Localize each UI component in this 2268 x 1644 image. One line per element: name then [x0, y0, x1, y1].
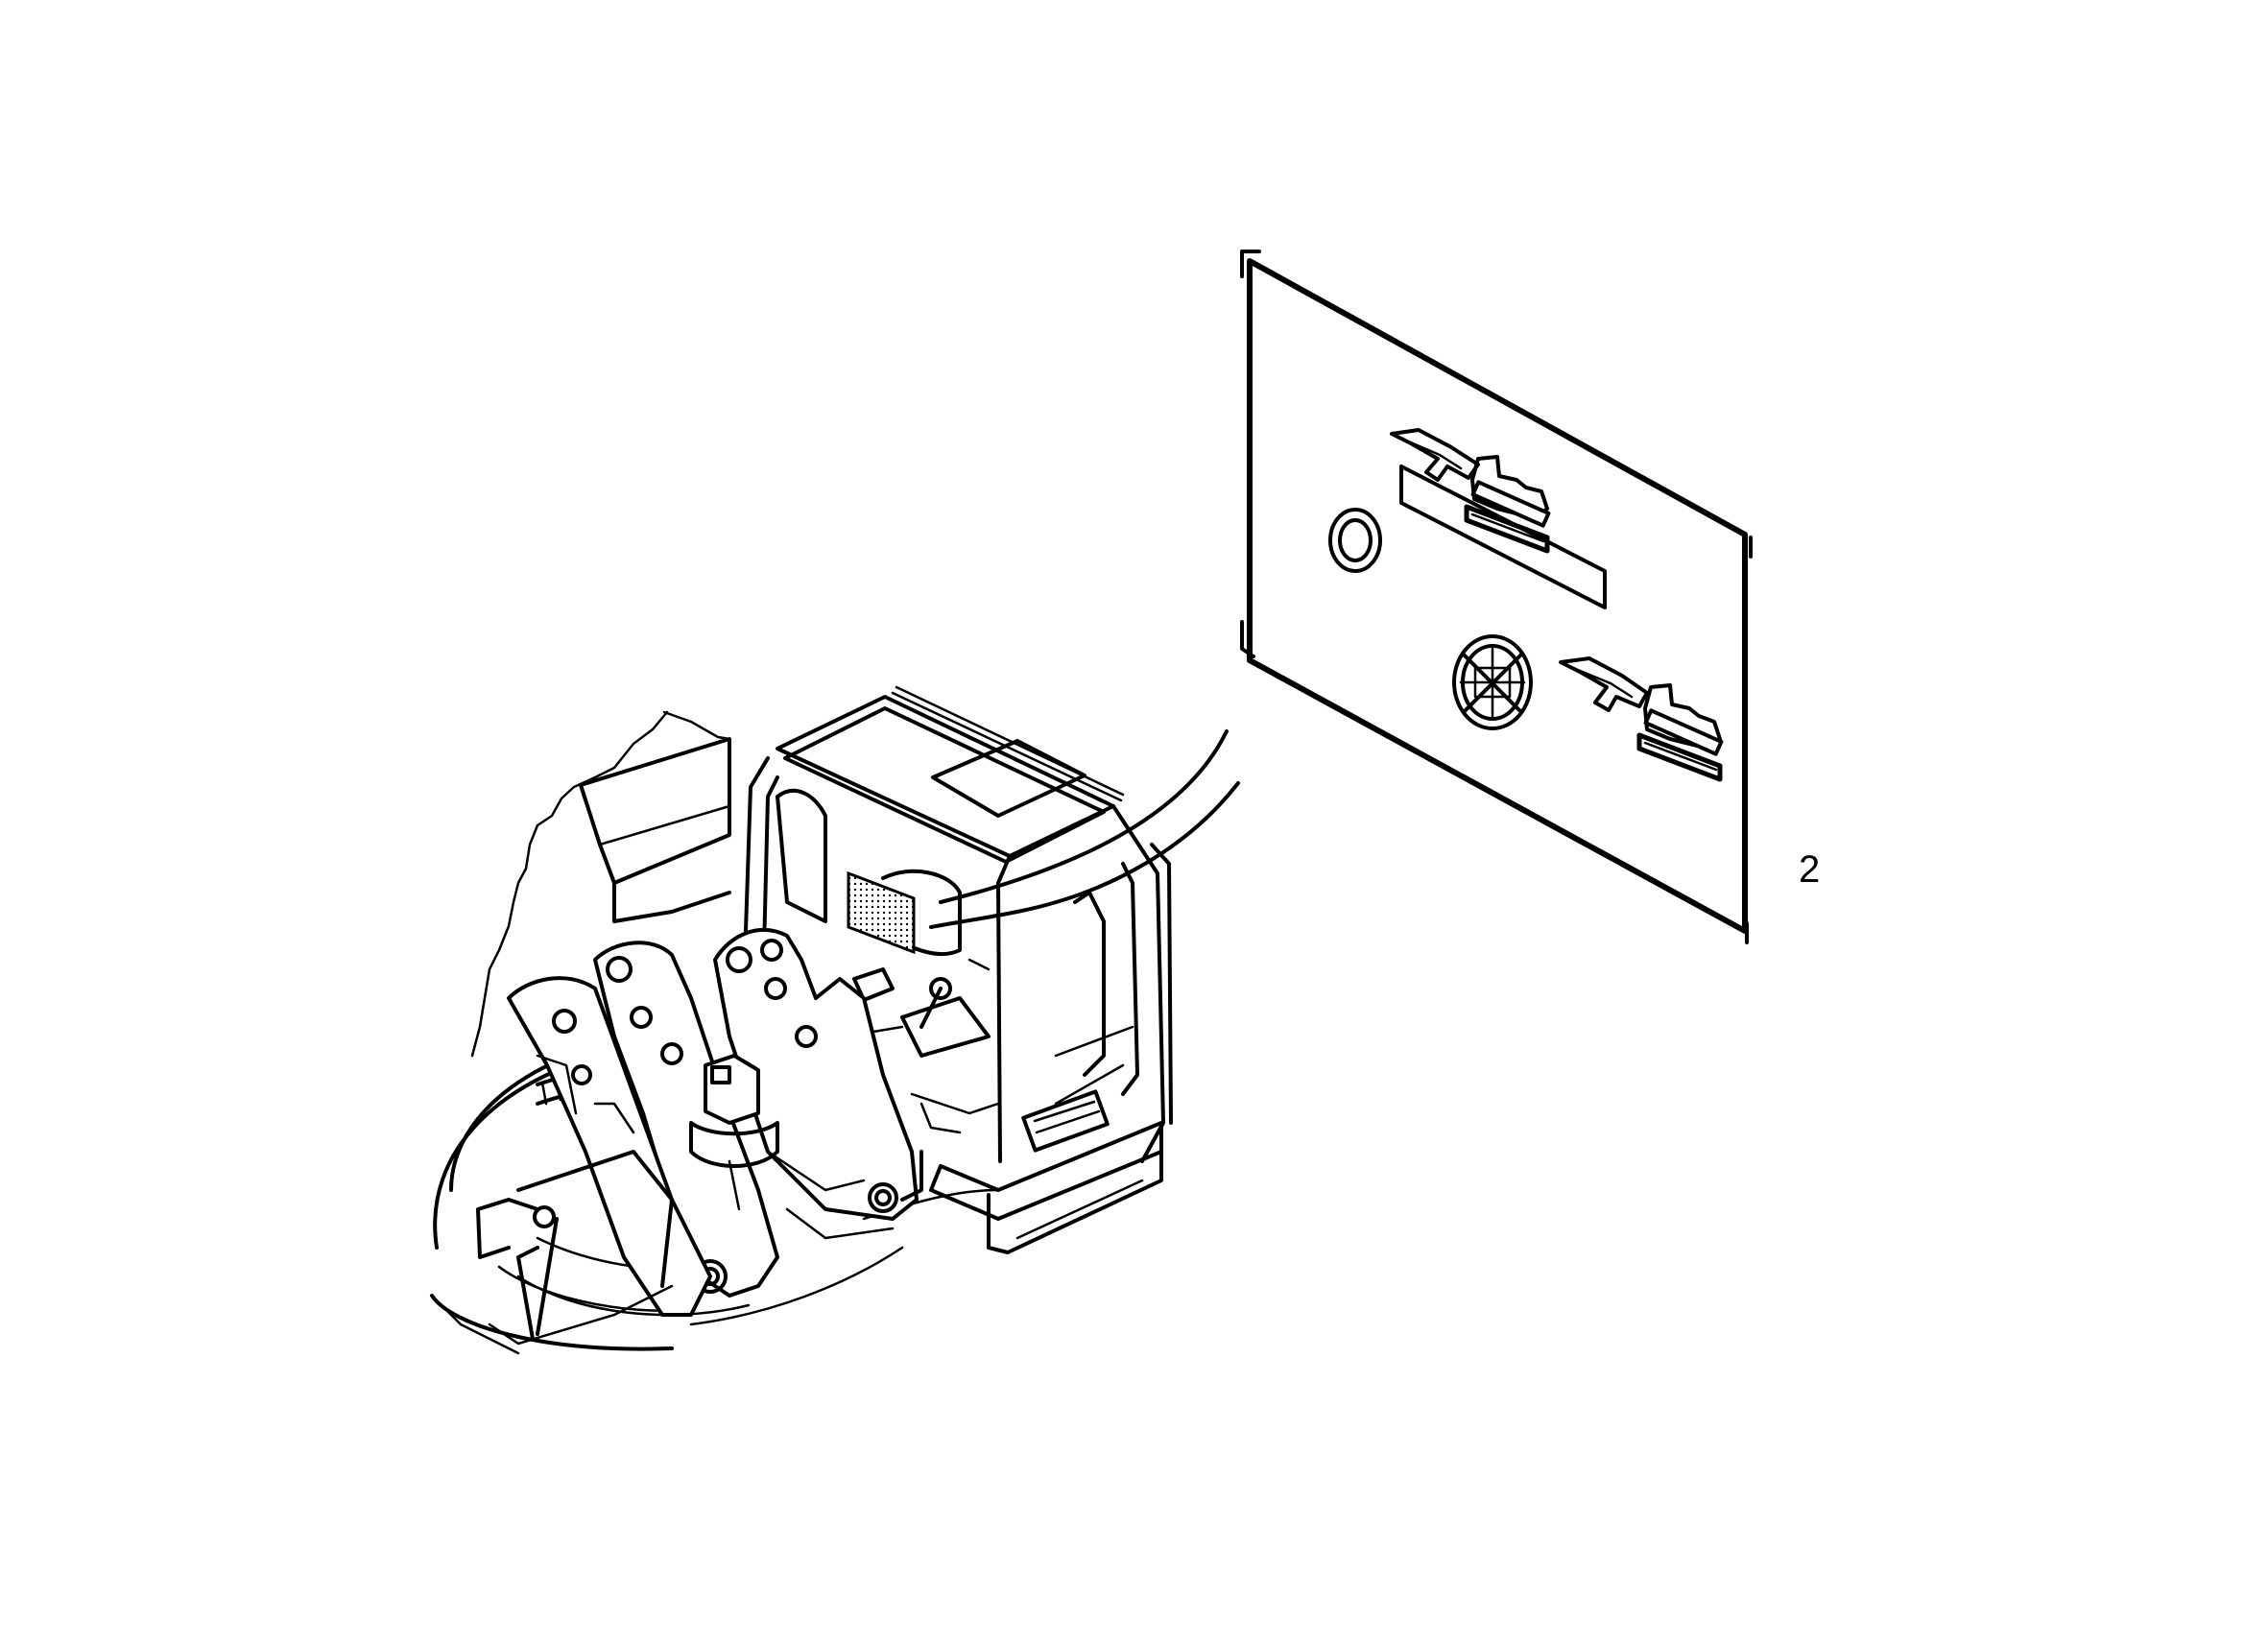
round-decal: [1328, 508, 1382, 573]
service-platform: [440, 1054, 674, 1355]
excavator-logo-decal-bottom: [1559, 656, 1724, 782]
leader-line: [929, 781, 1240, 929]
swivel-joint: [689, 1054, 779, 1211]
callout-item-2: 2: [1799, 848, 1821, 891]
boom-mount-bracket: [507, 928, 919, 1317]
excavator-logo-decal-top: [1390, 428, 1551, 554]
excavator-upperstructure: [430, 685, 1240, 1355]
strip-decal: [1399, 465, 1607, 609]
decal-sheet: [1240, 250, 1753, 944]
prohibition-decal: [1452, 634, 1533, 730]
